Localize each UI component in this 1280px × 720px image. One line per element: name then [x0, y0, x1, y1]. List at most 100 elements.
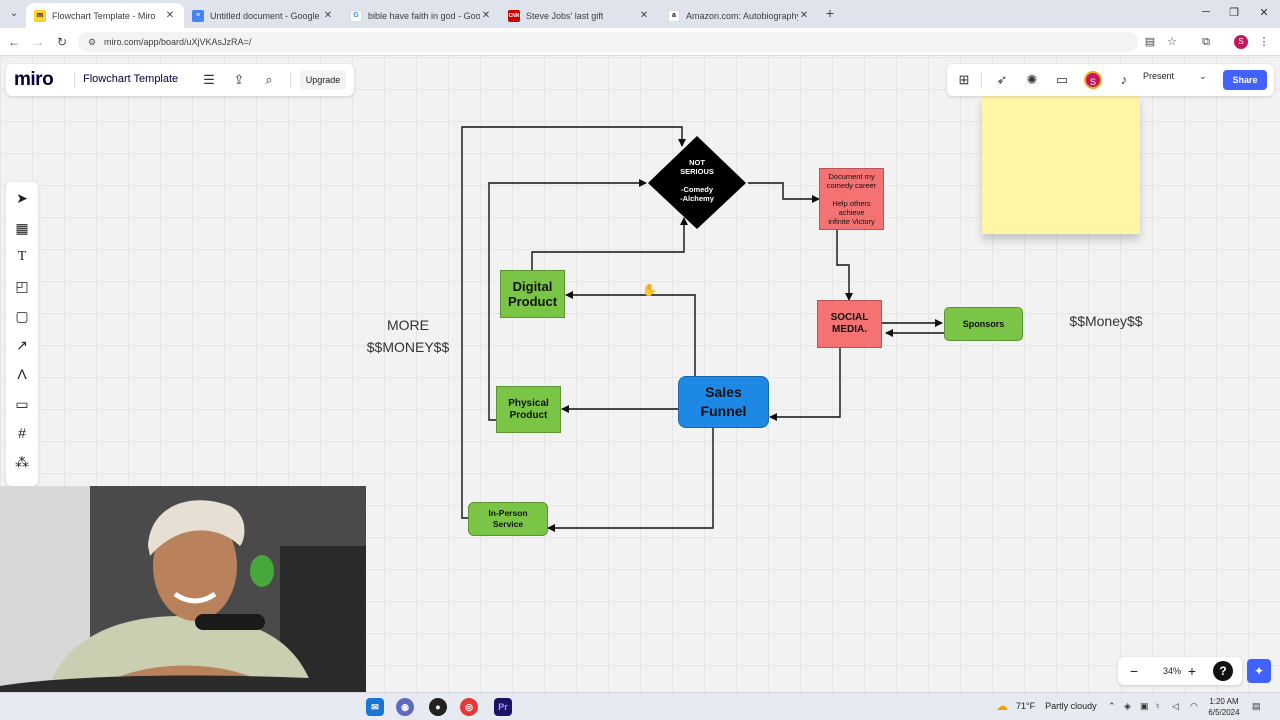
ai-sparkle-icon[interactable]: ✦ [1247, 659, 1271, 683]
microphone-icon[interactable]: ♮ [1156, 701, 1160, 711]
bookmark-star-icon[interactable]: ☆ [1167, 36, 1177, 48]
zoom-out-icon[interactable]: − [1129, 663, 1139, 679]
weather-cloud-sun-icon[interactable]: ☁ [996, 699, 1008, 713]
address-bar[interactable]: ⚙ miro.com/app/board/uXjVKAsJzRA=/ [78, 32, 1138, 52]
shape-icon[interactable]: ▢ [15, 308, 29, 324]
webcam-person-image [0, 486, 366, 720]
miro-board-header: miro Flowchart Template ☰ ⇪ ⌕ Upgrade [6, 64, 354, 96]
miro-logo[interactable]: miro [14, 69, 54, 90]
back-arrow-icon[interactable]: ← [8, 35, 20, 49]
browser-tab-bar: ⌄ m Flowchart Template - Miro ✕ ≡ Untitl… [0, 0, 1280, 28]
zoom-in-icon[interactable]: + [1187, 663, 1197, 679]
help-question-icon[interactable]: ? [1213, 661, 1233, 681]
frame-icon[interactable]: # [18, 425, 26, 441]
weather-widget[interactable]: 71°F Partly cloudy [1016, 701, 1097, 711]
app-icon[interactable]: ● [429, 698, 447, 716]
comment-icon[interactable]: ▭ [1055, 72, 1069, 87]
weather-desc: Partly cloudy [1045, 701, 1097, 711]
collaborator-avatar[interactable]: S [1084, 71, 1102, 89]
tab-google-search[interactable]: G bible have faith in god - Googl ✕ [342, 3, 500, 28]
close-icon[interactable]: ✕ [639, 10, 649, 21]
in-person-service-label: In-Person Service [488, 508, 528, 529]
tab-cnn[interactable]: CNN Steve Jobs' last gift ✕ [500, 3, 658, 28]
chevron-down-icon[interactable]: ⌄ [1199, 71, 1207, 81]
tab-google-docs[interactable]: ≡ Untitled document - Google Do ✕ [184, 3, 342, 28]
minimize-icon[interactable]: ─ [1202, 6, 1210, 18]
document-career-node[interactable]: Document my comedy career Help others ac… [819, 168, 884, 230]
clipboard-icon[interactable]: ▤ [1144, 36, 1156, 48]
extensions-puzzle-icon[interactable]: ⧉ [1202, 36, 1210, 48]
connector-social-to-funnel [769, 348, 841, 421]
wifi-icon[interactable]: ◠ [1190, 701, 1198, 711]
premiere-app-icon[interactable]: Pr [494, 698, 512, 716]
sticky-note-icon[interactable]: ◰ [15, 278, 29, 294]
profile-avatar[interactable]: S [1234, 35, 1248, 49]
tab-miro[interactable]: m Flowchart Template - Miro ✕ [26, 3, 184, 28]
hand-cursor-icon: ✋ [642, 283, 657, 297]
comment-tool-icon[interactable]: ▭ [15, 396, 29, 412]
physical-product-node[interactable]: Physical Product [496, 386, 561, 433]
bell-notification-icon[interactable]: ♪ [1120, 72, 1128, 87]
tab-amazon[interactable]: a Amazon.com: Autobiography of ✕ [660, 3, 818, 28]
upgrade-button[interactable]: Upgrade [300, 70, 346, 90]
close-icon[interactable]: ✕ [799, 10, 809, 21]
document-career-label: Document my comedy career Help others ac… [826, 172, 877, 226]
volume-icon[interactable]: ◁ [1172, 701, 1179, 711]
forward-arrow-icon[interactable]: → [32, 35, 44, 49]
chrome-app-icon[interactable]: ◎ [460, 698, 478, 716]
zoom-level[interactable]: 34% [1162, 666, 1181, 676]
more-tools-icon[interactable]: ⁂ [15, 454, 29, 470]
sponsors-node[interactable]: Sponsors [944, 307, 1023, 341]
export-upload-icon[interactable]: ⇪ [233, 72, 245, 87]
sales-funnel-node[interactable]: Sales Funnel [678, 376, 769, 428]
tray-app-icon[interactable]: ▣ [1140, 701, 1149, 711]
pen-icon[interactable]: Ʌ [17, 366, 27, 382]
apps-grid-icon[interactable]: ⊞ [958, 72, 970, 87]
site-info-icon[interactable]: ⚙ [88, 37, 97, 47]
hamburger-menu-icon[interactable]: ☰ [203, 72, 215, 87]
search-icon[interactable]: ⌕ [265, 72, 273, 87]
close-icon[interactable]: ✕ [323, 10, 333, 21]
weather-temp: 71°F [1016, 701, 1036, 711]
clock-date: 6/5/2024 [1208, 708, 1240, 717]
connector-inperson-to-diamond [461, 126, 686, 519]
cnn-favicon-icon: CNN [508, 9, 520, 22]
tab-title: bible have faith in god - Googl [368, 10, 480, 21]
tab-search-icon[interactable]: ⌄ [9, 8, 19, 19]
celebrate-icon[interactable]: ✺ [1026, 72, 1038, 87]
system-clock[interactable]: 1:20 AM 6/5/2024 [1206, 696, 1242, 718]
present-button[interactable]: Present [1143, 71, 1175, 81]
windows-taskbar: ✉ ◉ ● ◎ Pr ☁ 71°F Partly cloudy ⌃ ◈ ▣ ♮ … [0, 692, 1280, 720]
diamond-label[interactable]: NOT SERIOUS -Comedy -Alchemy [680, 158, 714, 203]
text-tool-icon[interactable]: T [17, 249, 27, 264]
select-cursor-icon[interactable]: ➤ [16, 190, 28, 206]
copilot-app-icon[interactable]: ◉ [396, 698, 414, 716]
notification-icon[interactable]: ▤ [1252, 701, 1261, 711]
social-media-node[interactable]: SOCIAL MEDIA. [817, 300, 882, 348]
zoom-controls: − 34% + ? [1118, 657, 1242, 685]
cursor-follow-icon[interactable]: ➶ [996, 72, 1008, 87]
share-button[interactable]: Share [1223, 70, 1267, 90]
board-title[interactable]: Flowchart Template [83, 73, 179, 85]
close-icon[interactable]: ✕ [481, 10, 491, 21]
tray-app-icon[interactable]: ◈ [1124, 701, 1131, 711]
connector-line-icon[interactable]: ↗ [16, 337, 28, 353]
close-icon[interactable]: ✕ [165, 10, 175, 21]
kebab-menu-icon[interactable]: ⋮ [1258, 36, 1270, 48]
in-person-service-node[interactable]: In-Person Service [468, 502, 548, 536]
new-tab-plus-icon[interactable]: + [825, 5, 835, 21]
templates-icon[interactable]: ▦ [15, 220, 29, 236]
restore-icon[interactable]: ❐ [1229, 7, 1239, 19]
google-favicon-icon: G [350, 9, 362, 22]
clock-time: 1:20 AM [1209, 697, 1239, 706]
money-text[interactable]: $$Money$$ [1069, 313, 1143, 329]
sticky-note[interactable] [982, 96, 1140, 234]
more-money-text[interactable]: MORE $$MONEY$$ [366, 317, 450, 355]
reload-icon[interactable]: ↻ [56, 35, 68, 49]
connector-physical-to-diamond [488, 179, 647, 421]
digital-product-node[interactable]: Digital Product [500, 270, 565, 318]
window-close-icon[interactable]: ✕ [1259, 7, 1269, 19]
mail-app-icon[interactable]: ✉ [366, 698, 384, 716]
chevron-up-icon[interactable]: ⌃ [1108, 701, 1116, 711]
tab-title: Untitled document - Google Do [210, 10, 322, 21]
